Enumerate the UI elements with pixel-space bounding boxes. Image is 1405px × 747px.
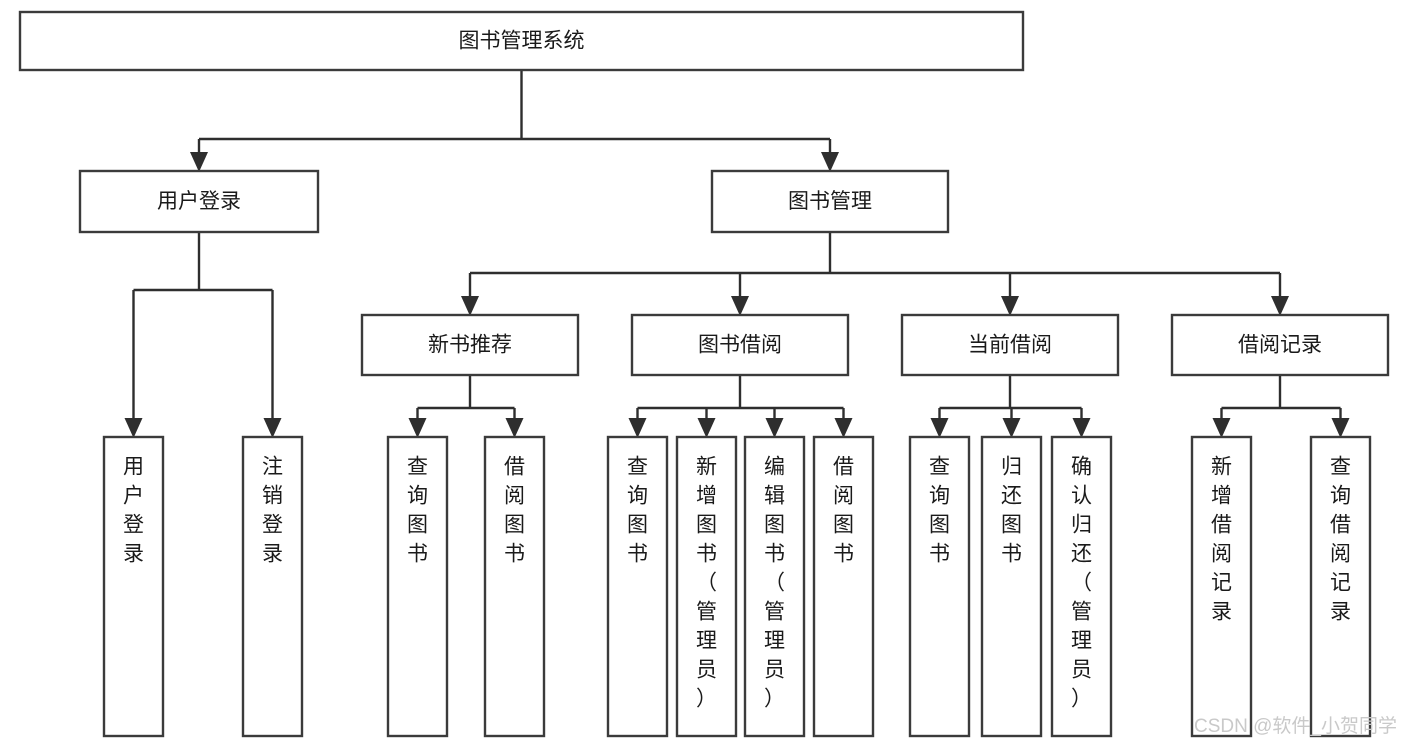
node-label: 图书借阅: [698, 334, 782, 357]
arrow-head-icon: [697, 418, 716, 438]
node-label: 注销登录: [262, 455, 283, 565]
node-label: 新书推荐: [428, 334, 512, 357]
node-box[interactable]: [102, 435, 165, 738]
node-box[interactable]: [18, 10, 1025, 72]
node-box[interactable]: [710, 169, 950, 234]
node-leaf-query-book-rec[interactable]: 查询图书: [386, 435, 449, 738]
node-user-login[interactable]: 用户登录: [78, 169, 320, 234]
node-box[interactable]: [743, 435, 806, 738]
arrow-head-icon: [834, 418, 853, 438]
node-label: 借阅图书: [504, 455, 525, 565]
node-label: 借阅图书: [833, 455, 854, 565]
connector-group: [408, 375, 524, 438]
node-box[interactable]: [1170, 313, 1390, 377]
node-box[interactable]: [1309, 435, 1372, 738]
node-box[interactable]: [78, 169, 320, 234]
node-label: 图书管理: [788, 190, 872, 213]
node-label: 借阅记录: [1238, 334, 1322, 357]
node-box[interactable]: [360, 313, 580, 377]
node-borrow-record[interactable]: 借阅记录: [1170, 313, 1390, 377]
node-box[interactable]: [386, 435, 449, 738]
arrow-head-icon: [263, 418, 282, 438]
node-new-book-recommend[interactable]: 新书推荐: [360, 313, 580, 377]
node-label: 用户登录: [123, 455, 144, 565]
node-leaf-user-login[interactable]: 用户登录: [102, 435, 165, 738]
node-box[interactable]: [483, 435, 546, 738]
arrow-head-icon: [1002, 418, 1021, 438]
arrow-head-icon: [930, 418, 949, 438]
node-leaf-borrow-book-rec[interactable]: 借阅图书: [483, 435, 546, 738]
node-box[interactable]: [980, 435, 1043, 738]
arrow-head-icon: [124, 418, 143, 438]
arrow-head-icon: [408, 418, 427, 438]
arrow-head-icon: [505, 418, 524, 438]
connector-group: [1212, 375, 1350, 438]
connector-group: [124, 232, 282, 438]
arrow-head-icon: [821, 152, 839, 172]
arrow-head-icon: [1072, 418, 1091, 438]
connector-group: [461, 232, 1289, 316]
node-box[interactable]: [1190, 435, 1253, 738]
node-leaf-add-record[interactable]: 新增借阅记录: [1190, 435, 1253, 738]
node-box[interactable]: [630, 313, 850, 377]
arrow-head-icon: [1271, 296, 1289, 316]
node-book-borrow[interactable]: 图书借阅: [630, 313, 850, 377]
node-box[interactable]: [812, 435, 875, 738]
node-leaf-confirm-return[interactable]: 确认归还（管理员）: [1050, 435, 1113, 738]
node-leaf-user-logout[interactable]: 注销登录: [241, 435, 304, 738]
arrow-head-icon: [1331, 418, 1350, 438]
node-label: 图书管理系统: [459, 30, 585, 53]
node-current-borrow[interactable]: 当前借阅: [900, 313, 1120, 377]
csdn-watermark: CSDN @软件_小贺同学: [1194, 715, 1397, 737]
node-leaf-return-book[interactable]: 归还图书: [980, 435, 1043, 738]
node-label: 查询图书: [929, 455, 950, 565]
node-label: 新增图书（管理员）: [696, 455, 717, 710]
watermark-layer: CSDN @软件_小贺同学: [1194, 715, 1397, 737]
node-box[interactable]: [908, 435, 971, 738]
node-box[interactable]: [606, 435, 669, 738]
node-leaf-borrow-book[interactable]: 借阅图书: [812, 435, 875, 738]
node-leaf-query-record[interactable]: 查询借阅记录: [1309, 435, 1372, 738]
connector-layer: [124, 70, 1350, 438]
node-leaf-add-book[interactable]: 新增图书（管理员）: [675, 435, 738, 738]
arrow-head-icon: [1001, 296, 1019, 316]
node-box[interactable]: [1050, 435, 1113, 738]
node-leaf-query-book[interactable]: 查询图书: [606, 435, 669, 738]
node-root[interactable]: 图书管理系统: [18, 10, 1025, 72]
connector-group: [930, 375, 1091, 438]
node-box[interactable]: [241, 435, 304, 738]
node-label: 查询图书: [627, 455, 648, 565]
node-box[interactable]: [900, 313, 1120, 377]
node-layer: 图书管理系统用户登录图书管理新书推荐图书借阅当前借阅借阅记录用户登录注销登录查询…: [18, 10, 1390, 738]
arrow-head-icon: [1212, 418, 1231, 438]
node-label: 当前借阅: [968, 334, 1052, 357]
node-label: 归还图书: [1001, 455, 1022, 565]
arrow-head-icon: [190, 152, 208, 172]
arrow-head-icon: [765, 418, 784, 438]
node-label: 查询图书: [407, 455, 428, 565]
connector-group: [190, 70, 839, 172]
node-label: 查询借阅记录: [1330, 455, 1351, 623]
node-box[interactable]: [675, 435, 738, 738]
connector-group: [628, 375, 853, 438]
node-label: 用户登录: [157, 190, 241, 213]
node-label: 确认归还（管理员）: [1071, 455, 1092, 710]
node-label: 新增借阅记录: [1211, 455, 1232, 623]
arrow-head-icon: [461, 296, 479, 316]
arrow-head-icon: [628, 418, 647, 438]
arrow-head-icon: [731, 296, 749, 316]
node-leaf-query-book-cur[interactable]: 查询图书: [908, 435, 971, 738]
node-label: 编辑图书（管理员）: [764, 455, 785, 710]
node-book-manage[interactable]: 图书管理: [710, 169, 950, 234]
node-leaf-edit-book[interactable]: 编辑图书（管理员）: [743, 435, 806, 738]
